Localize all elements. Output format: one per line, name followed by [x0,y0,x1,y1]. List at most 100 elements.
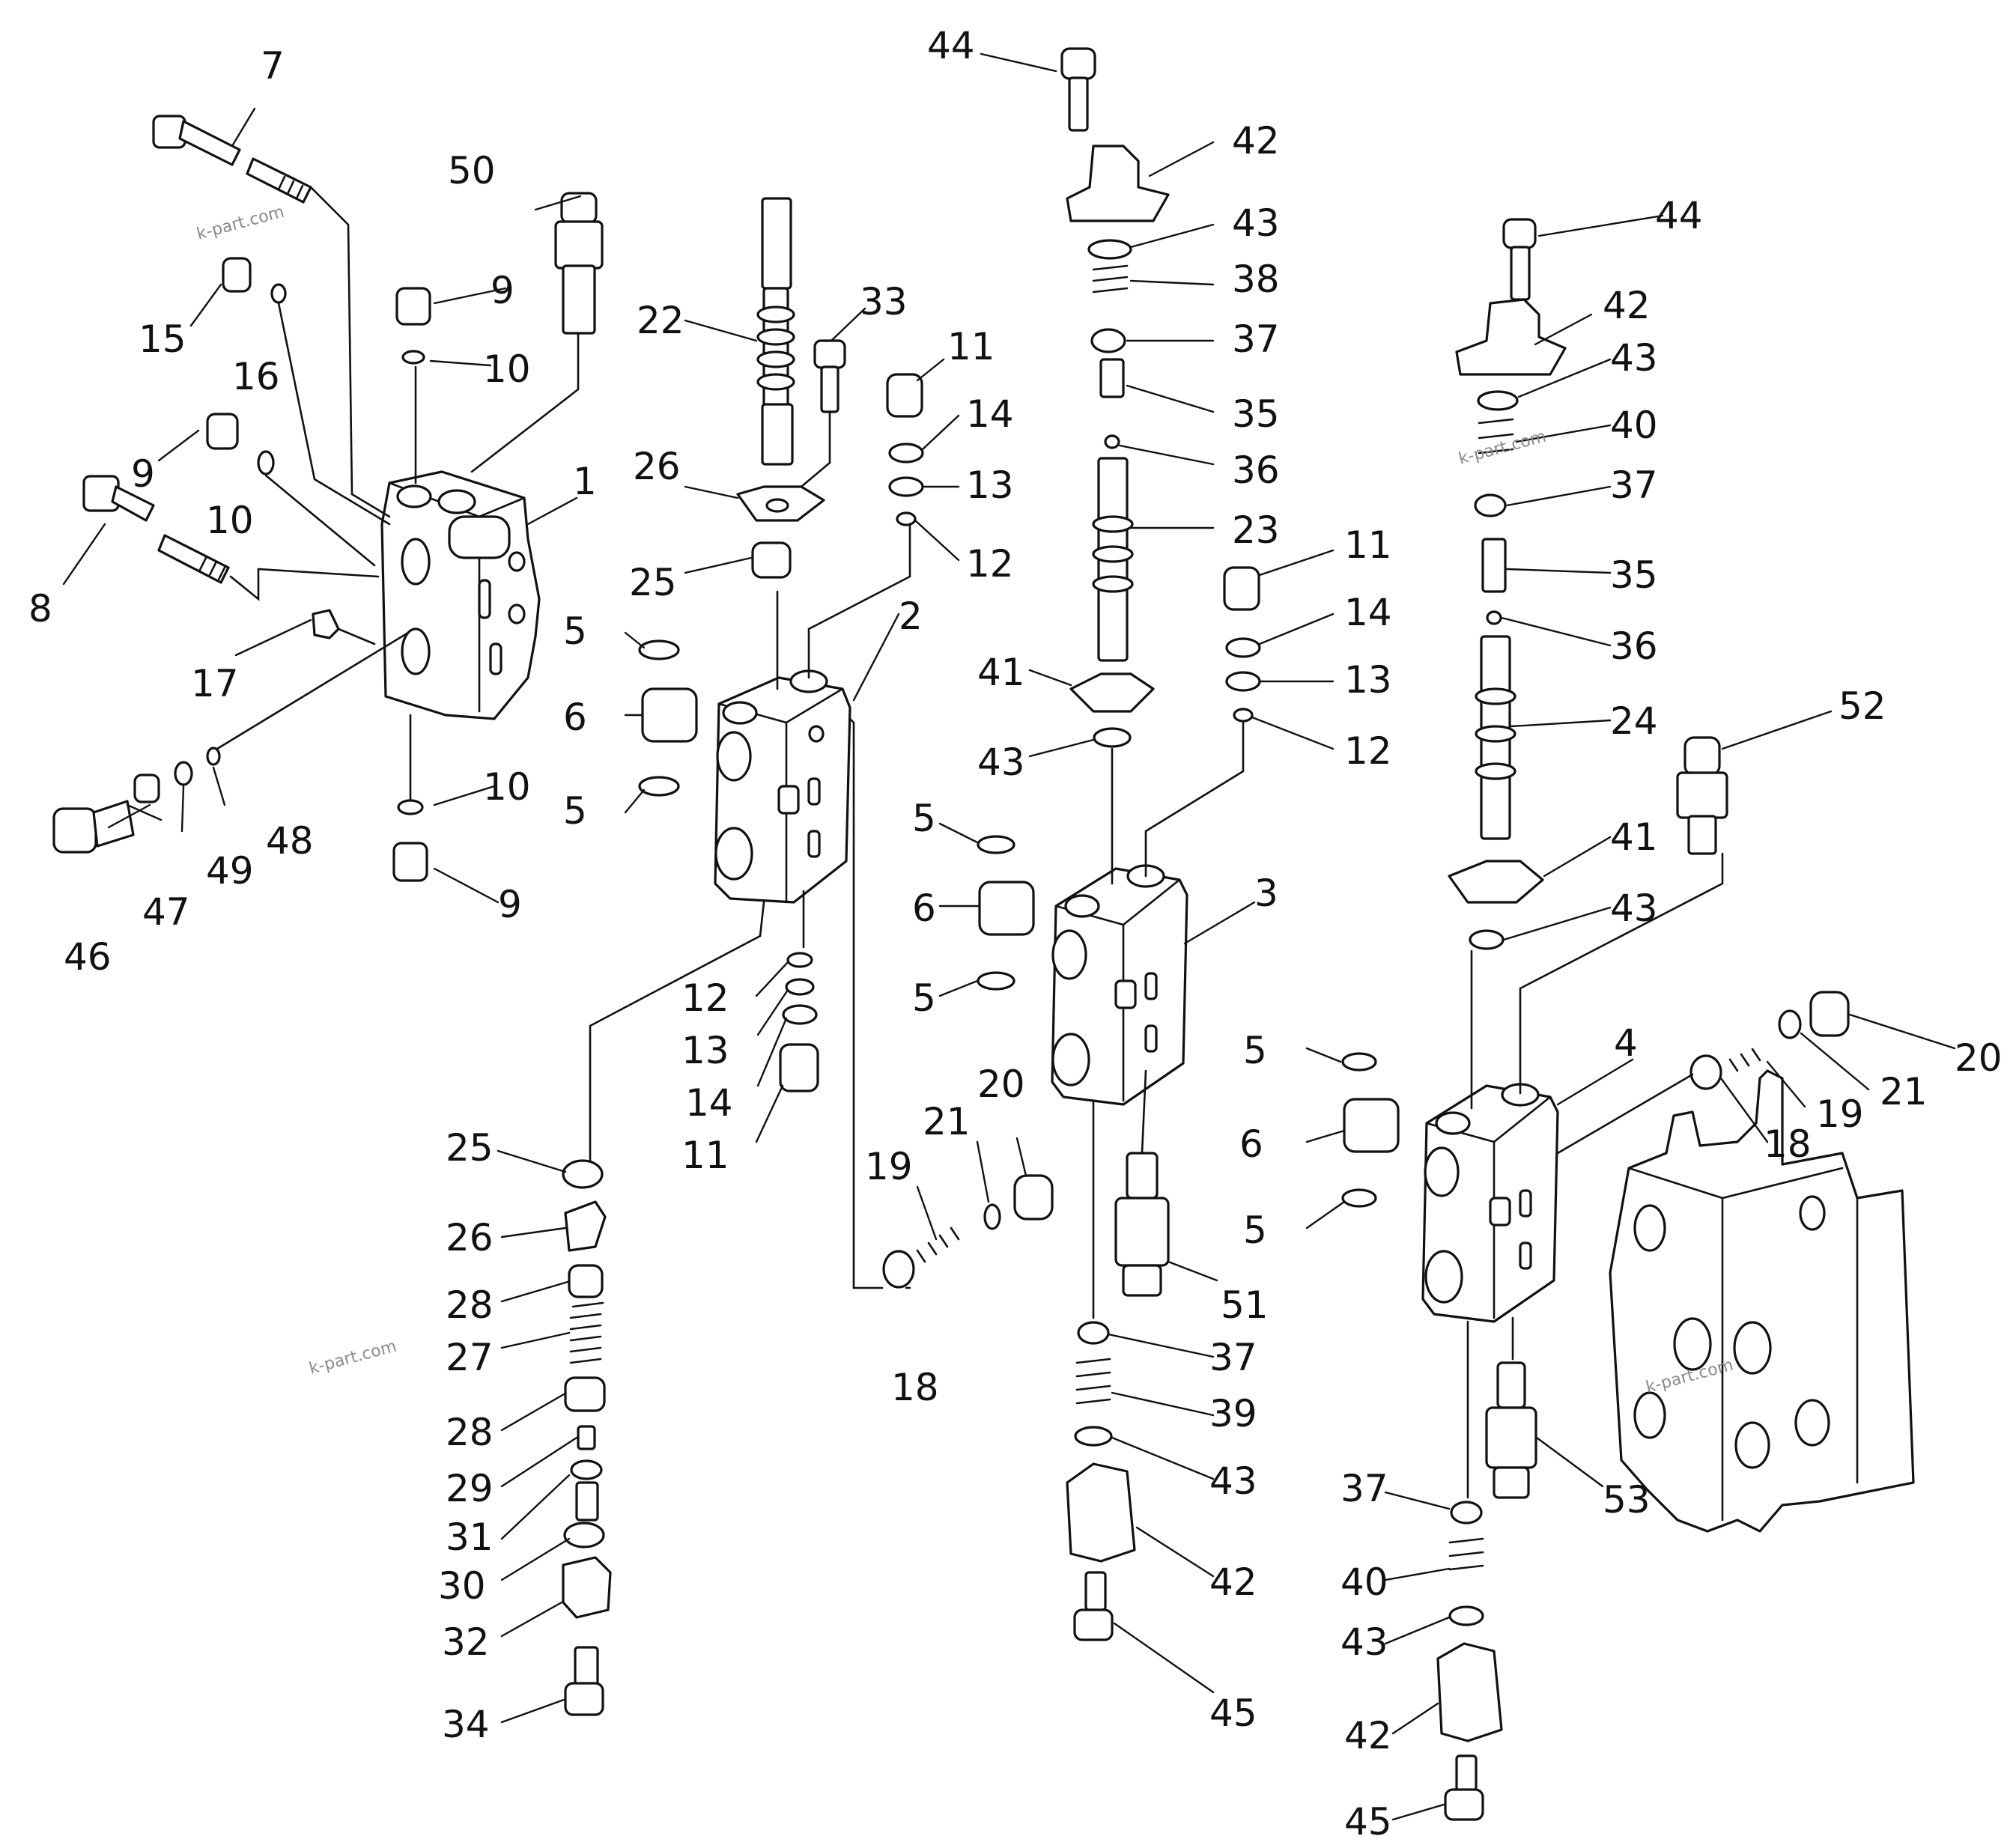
valve-section-1 [380,470,541,720]
callout-label: 35 [1232,392,1280,436]
callout-label: 28 [446,1283,494,1327]
callout-label: 47 [142,890,190,934]
callout-label: 4 [1614,1021,1638,1065]
callout-label: 43 [1341,1620,1388,1664]
callout-label: 35 [1610,553,1658,597]
callout-label: 2 [899,595,923,638]
callout-label: 15 [139,317,186,361]
callout-label: 14 [1344,591,1392,634]
callout-label: 26 [633,445,681,488]
valve-section-3 [1051,864,1188,1106]
callout-label: 27 [446,1336,494,1379]
callout-label: 44 [927,24,975,67]
callout-label: 53 [1603,1478,1651,1522]
callout-label: 8 [28,587,52,630]
callout-label: 7 [261,44,285,88]
callout-label: 12 [1344,729,1392,773]
callout-label: 9 [498,883,522,926]
callout-label: 6 [563,696,587,739]
callout-label: 11 [681,1134,729,1177]
callout-label: 42 [1344,1714,1392,1757]
callout-label: 26 [446,1216,494,1259]
bolts-and-plugs-left [52,115,604,882]
callout-label: 33 [860,280,908,323]
callout-label: 19 [865,1145,913,1188]
callout-label: 42 [1209,1560,1257,1604]
callout-label: 10 [206,499,254,542]
callout-label: 50 [448,149,496,192]
callout-label: 48 [266,819,314,863]
callout-label: 13 [1344,658,1392,702]
callout-label: 38 [1232,258,1280,301]
assembled-valve-view [1609,1069,1915,1533]
callout-label: 42 [1603,284,1651,327]
callout-label: 42 [1232,119,1280,162]
watermark-text: k-part.com [1457,428,1548,469]
callout-label: 14 [966,392,1014,436]
callout-label: 36 [1610,624,1658,668]
callout-label: 39 [1209,1392,1257,1435]
callout-label: 37 [1209,1336,1257,1379]
callout-numbers: 7 50 9 10 15 16 9 10 1 8 17 10 9 48 49 4… [28,24,2003,1844]
callout-label: 9 [491,269,514,312]
callout-label: 25 [629,561,677,604]
callout-label: 49 [206,849,254,893]
callout-label: 14 [685,1081,733,1125]
callout-label: 5 [563,789,587,833]
callout-label: 3 [1254,872,1278,915]
watermark-text: k-part.com [307,1337,398,1379]
callout-label: 30 [438,1564,486,1608]
callout-label: 20 [977,1063,1025,1106]
callout-label: 25 [446,1126,494,1170]
callout-label: 44 [1655,194,1703,237]
assembly-guide-lines [216,186,1724,1499]
callout-label: 21 [1880,1070,1928,1113]
callout-label: 1 [573,460,597,503]
spool-assembly-section-2 [562,197,1054,1716]
callout-label: 19 [1816,1092,1864,1136]
callout-label: 6 [912,887,936,930]
callout-label: 12 [681,976,729,1020]
callout-label: 51 [1221,1283,1269,1327]
valve-section-2 [714,669,851,904]
callout-label: 10 [483,347,531,391]
callout-label: 17 [191,662,239,705]
callout-label: 11 [947,325,995,368]
watermark-text: k-part.com [195,203,286,244]
callout-label: 24 [1610,699,1658,743]
callout-label: 41 [1610,815,1658,859]
callout-label: 43 [977,741,1025,784]
callout-label: 5 [912,976,936,1020]
callout-label: 22 [637,299,684,342]
callout-label: 36 [1232,449,1280,492]
callout-label: 37 [1610,463,1658,507]
callout-label: 10 [483,765,531,809]
callout-label: 20 [1955,1036,2003,1080]
callout-label: 31 [446,1516,494,1559]
callout-label: 5 [563,610,587,653]
callout-label: 18 [1764,1122,1812,1166]
callout-label: 11 [1344,523,1392,567]
callout-label: 6 [1239,1122,1263,1166]
callout-label: 12 [966,542,1014,586]
callout-label: 21 [923,1100,971,1143]
spool-assembly-section-4 [1341,218,1850,1821]
callout-label: 40 [1610,404,1658,447]
callout-label: 46 [64,935,112,979]
callout-label: 5 [912,797,936,840]
callout-label: 43 [1610,887,1658,930]
spool-assembly-section-3 [977,47,1261,1641]
callout-label: 5 [1243,1029,1267,1072]
callout-label: 43 [1209,1459,1257,1503]
callout-label: 41 [977,651,1025,694]
callout-label: 9 [131,452,155,496]
callout-label: 28 [446,1411,494,1454]
callout-label: 16 [232,355,280,398]
callout-label: 45 [1209,1692,1257,1735]
callout-label: 52 [1839,684,1886,728]
callout-leader-lines [62,52,1956,1821]
callout-label: 43 [1232,201,1280,245]
callout-label: 23 [1232,508,1280,552]
